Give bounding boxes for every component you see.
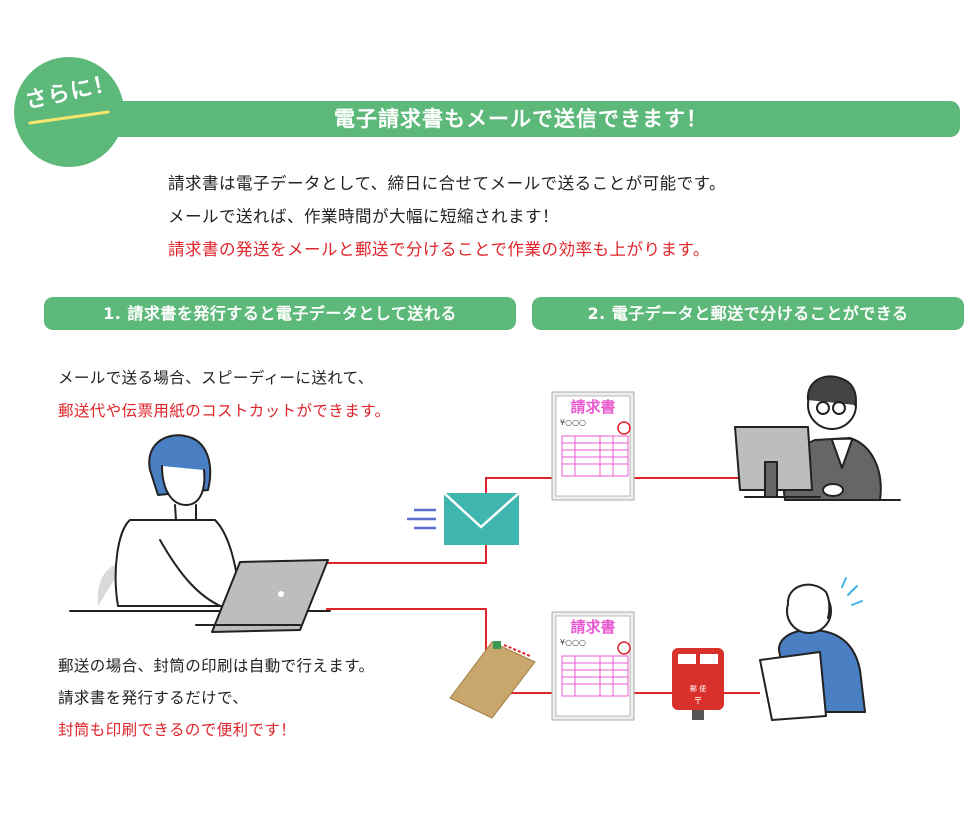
email-text-line-2: 郵送代や伝票用紙のコストカットができます。 [58, 402, 391, 420]
kraft-envelope-icon [449, 641, 536, 719]
section-header-2: 2. 電子データと郵送で分けることができる [532, 297, 964, 330]
invoice-title-top: 請求書 [570, 398, 616, 416]
banner-title: 電子請求書もメールで送信できます！ [334, 107, 708, 131]
mail-text-line-2: 請求書を発行するだけで、 [58, 689, 249, 707]
man-computer-illustration [734, 375, 901, 501]
invoice-document-top [551, 391, 635, 501]
section-header-1: 1. 請求書を発行すると電子データとして送れる [44, 297, 516, 330]
mail-text-line-1: 郵送の場合、封筒の印刷は自動で行えます。 [58, 657, 375, 675]
intro-line-1: 請求書は電子データとして、締日に合せてメールで送ることが可能です。 [168, 174, 727, 193]
invoice-amount-top: ¥○○○ [560, 418, 587, 427]
email-envelope-icon [407, 492, 520, 545]
invoice-amount-bottom: ¥○○○ [560, 638, 587, 647]
intro-line-3: 請求書の発送をメールと郵送で分けることで作業の効率も上がります。 [168, 240, 710, 259]
mail-text-line-3: 封筒も印刷できるので便利です！ [58, 721, 297, 739]
postbox-icon [672, 648, 724, 720]
woman-reading-illustration [759, 577, 866, 721]
postbox-label: 郵 便 [689, 685, 707, 693]
title-banner [82, 101, 960, 137]
invoice-title-bottom: 請求書 [570, 618, 616, 636]
postbox-mark: 〒 [693, 697, 703, 707]
email-route-line [326, 477, 760, 564]
intro-line-2: メールで送れば、作業時間が大幅に短縮されます！ [168, 207, 559, 226]
email-text-line-1: メールで送る場合、スピーディーに送れて、 [58, 369, 374, 387]
woman-laptop-illustration [69, 434, 331, 633]
invoice-document-bottom [551, 611, 635, 721]
